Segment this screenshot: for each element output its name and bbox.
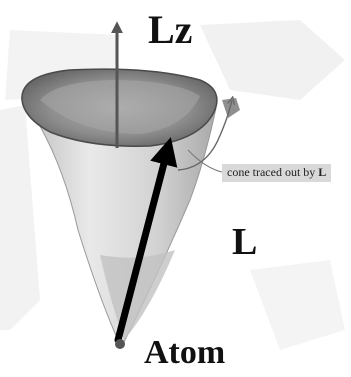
cone-caption: cone traced out by L — [222, 164, 332, 182]
cone-inner-shade — [100, 250, 175, 340]
precession-arrow — [177, 100, 232, 171]
cone-caption-l: L — [318, 165, 327, 179]
l-vector-arrow — [114, 137, 178, 344]
atom-label: Atom — [144, 334, 226, 371]
background-smudge — [0, 105, 40, 330]
atom-dot — [115, 339, 125, 349]
l-vector-label: L — [232, 221, 258, 263]
rim-handle — [222, 98, 240, 118]
lz-label: Lz — [148, 7, 193, 52]
cone-caption-text: cone traced out by — [227, 165, 316, 179]
cone-rim-highlight — [40, 80, 200, 134]
background-smudge — [250, 260, 345, 350]
caption-pointer — [187, 149, 223, 173]
background-smudge — [200, 20, 345, 100]
